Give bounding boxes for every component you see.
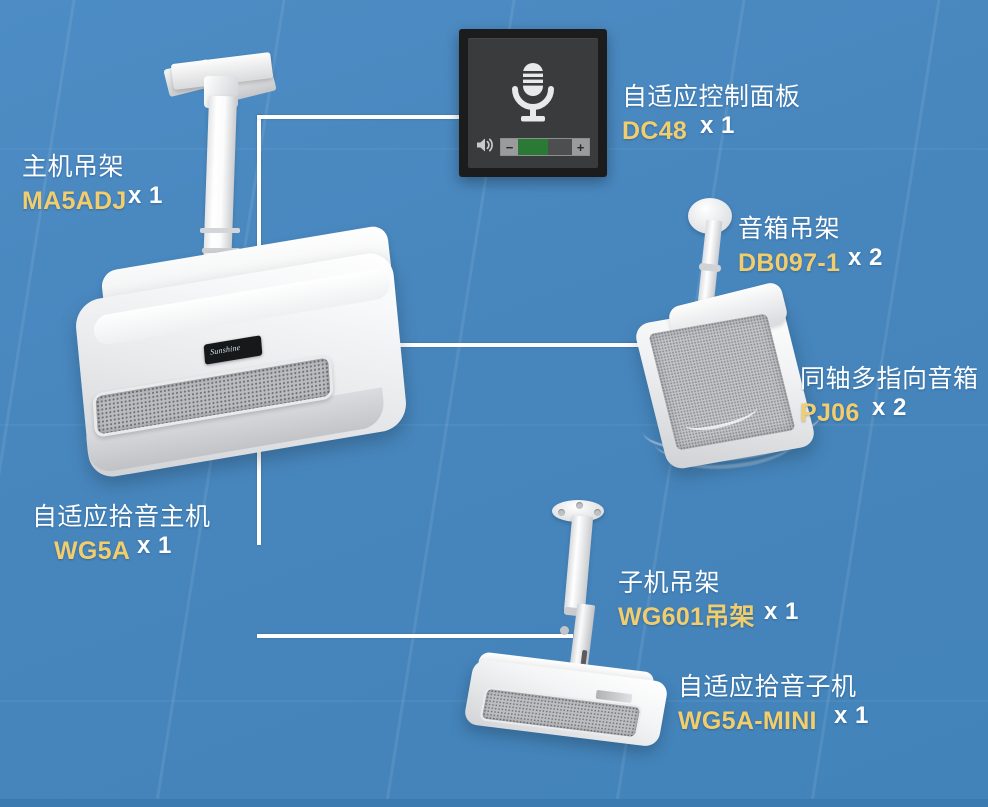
label-pj06: 同轴多指向音箱 PJ06 bbox=[800, 364, 979, 428]
label-wg5amini-model: WG5A-MINI bbox=[678, 706, 817, 735]
screw-icon bbox=[576, 502, 583, 509]
label-wg5a-qty: x 1 bbox=[137, 532, 172, 559]
label-wg601-model: WG601吊架 bbox=[618, 602, 755, 631]
label-db097-qty: x 2 bbox=[848, 244, 883, 271]
screw-icon bbox=[594, 509, 601, 516]
device-wg5a-main-unit: Sunshine bbox=[73, 224, 409, 481]
label-wg5a-qty-wrap: x 1 bbox=[137, 531, 172, 560]
device-wg5a-mini bbox=[462, 500, 698, 760]
label-db097-model: DB097-1 bbox=[738, 248, 841, 277]
label-dc48: 自适应控制面板 DC48 bbox=[622, 82, 801, 146]
label-wg601-name: 子机吊架 bbox=[618, 569, 721, 597]
label-wg601: 子机吊架 WG601吊架 bbox=[618, 568, 755, 632]
volume-bar-fill bbox=[518, 139, 548, 155]
volume-slider[interactable]: − + bbox=[500, 138, 590, 156]
volume-control-row[interactable]: − + bbox=[476, 137, 590, 157]
label-db097-name: 音箱吊架 bbox=[738, 215, 841, 243]
label-ma5adj-qty-wrap: x 1 bbox=[128, 181, 163, 210]
label-pj06-qty: x 2 bbox=[872, 394, 907, 421]
label-db097-qty-wrap: x 2 bbox=[848, 243, 883, 272]
bracket-clamp bbox=[202, 248, 240, 253]
label-db097: 音箱吊架 DB097-1 bbox=[738, 214, 840, 278]
label-ma5adj-name: 主机吊架 bbox=[22, 153, 125, 181]
bg-bottom-bar bbox=[0, 799, 988, 807]
panel-face: − + bbox=[468, 38, 598, 168]
label-wg5a: 自适应拾音主机 WG5A bbox=[32, 502, 211, 566]
speaker-icon bbox=[476, 137, 495, 158]
label-ma5adj-model: MA5ADJ bbox=[22, 186, 127, 215]
wg601-pole-upper bbox=[563, 515, 594, 613]
label-pj06-name: 同轴多指向音箱 bbox=[800, 365, 979, 393]
device-pj06-speaker bbox=[632, 198, 840, 475]
connector-wg5a-to-mini bbox=[257, 634, 573, 638]
label-wg5amini-qty-wrap: x 1 bbox=[834, 701, 869, 730]
label-dc48-model: DC48 bbox=[622, 116, 688, 145]
device-dc48-control-panel[interactable]: − + bbox=[459, 29, 607, 177]
label-wg601-qty-wrap: x 1 bbox=[764, 597, 799, 626]
label-dc48-qty: x 1 bbox=[700, 112, 735, 139]
label-ma5adj-qty: x 1 bbox=[128, 182, 163, 209]
connector-wg5a-to-dc48-horizontal bbox=[257, 115, 463, 119]
label-wg5a-model: WG5A bbox=[54, 536, 131, 565]
volume-down-button[interactable]: − bbox=[501, 139, 518, 155]
label-pj06-qty-wrap: x 2 bbox=[872, 393, 907, 422]
label-wg5amini-qty: x 1 bbox=[834, 702, 869, 729]
bracket-clamp bbox=[200, 228, 240, 233]
label-dc48-qty-wrap: x 1 bbox=[700, 111, 735, 140]
device-ma5adj-bracket bbox=[160, 52, 286, 273]
brand-badge-label: Sunshine bbox=[209, 342, 241, 357]
label-wg5amini: 自适应拾音子机 WG5A-MINI bbox=[678, 672, 857, 736]
volume-up-button[interactable]: + bbox=[572, 139, 589, 155]
connector-wg5a-to-pj06 bbox=[372, 343, 660, 347]
label-ma5adj: 主机吊架 MA5ADJ bbox=[22, 152, 127, 216]
label-wg5a-name: 自适应拾音主机 bbox=[32, 503, 211, 531]
screw-icon bbox=[558, 509, 565, 516]
label-wg5amini-name: 自适应拾音子机 bbox=[678, 673, 857, 701]
volume-bar-track[interactable] bbox=[518, 139, 572, 155]
microphone-icon bbox=[506, 60, 560, 129]
screw-icon bbox=[560, 626, 569, 635]
label-pj06-model: PJ06 bbox=[800, 398, 860, 427]
label-wg601-qty: x 1 bbox=[764, 598, 799, 625]
label-dc48-name: 自适应控制面板 bbox=[622, 83, 801, 111]
